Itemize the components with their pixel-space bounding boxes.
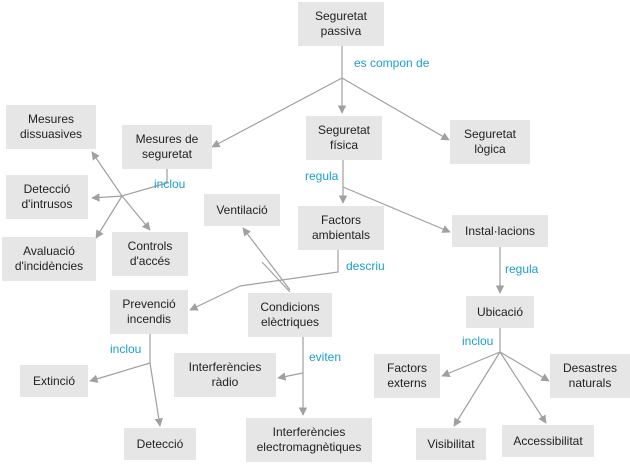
- node-ubicacio: Ubicació: [466, 296, 534, 328]
- node-seguretat-fisica: Seguretat física: [306, 116, 382, 160]
- edge-to-extincio: [89, 362, 151, 383]
- edge-label-es-compon-de: es compon de: [354, 56, 430, 70]
- node-prevencio-incendis: Prevenció incendis: [110, 290, 188, 334]
- edge-to-ventilacio: [242, 227, 291, 291]
- node-accessibilitat: Accessibilitat: [502, 425, 594, 457]
- edge-mesures-trunk: [121, 169, 168, 197]
- node-seguretat-logica: Seguretat lògica: [450, 120, 530, 164]
- edge-to-accessibilitat: [499, 351, 547, 424]
- node-factors-ambientals: Factors ambientals: [298, 206, 384, 250]
- node-seguretat-passiva: Seguretat passiva: [298, 2, 384, 46]
- node-controls-acces: Controls d'accés: [112, 232, 188, 276]
- edge-to-mesures: [211, 77, 343, 148]
- edge-to-dissuasives: [91, 151, 123, 197]
- node-desastres-naturals: Desastres naturals: [550, 354, 630, 398]
- edge-to-visibilitat: [453, 351, 501, 427]
- node-factors-externs: Factors externs: [374, 354, 440, 398]
- edge-to-condicions: [261, 261, 291, 293]
- edge-to-installacions: [342, 186, 451, 233]
- edge-to-interferencies-radio: [277, 372, 304, 381]
- edge-to-intrusos: [91, 193, 123, 202]
- node-ventilacio: Ventilació: [204, 194, 280, 226]
- edge-label-regula: regula: [305, 169, 339, 183]
- node-installacions: Instal·lacions: [452, 215, 548, 247]
- node-mesures-seguretat: Mesures de seguretat: [122, 125, 212, 169]
- edge-to-deteccio: [149, 362, 163, 427]
- edge-label-descriu: descriu: [346, 259, 385, 273]
- edge-to-prevencio: [189, 285, 241, 311]
- node-condicions-electriques: Condicions elèctriques: [248, 293, 332, 337]
- edge-factors-trunk: [239, 250, 339, 287]
- node-mesures-dissuasives: Mesures dissuasives: [6, 105, 96, 149]
- node-deteccio: Detecció: [124, 428, 196, 460]
- edge-to-factors-externs: [441, 351, 501, 377]
- node-interferencies-electromagnetiques: Interferències electromagnètiques: [246, 418, 372, 462]
- edge-label-inclou: inclou: [154, 177, 186, 191]
- edge-to-avaluacio: [95, 195, 123, 239]
- node-extincio: Extinció: [20, 365, 88, 397]
- edge-label-inclou: inclou: [110, 342, 142, 356]
- edge-to-desastres: [499, 351, 550, 382]
- edge-label-inclou: inclou: [462, 334, 494, 348]
- node-avaluacio-incidencies: Avaluació d'incidències: [2, 237, 96, 281]
- edge-to-logica: [341, 77, 450, 141]
- edge-label-regula: regula: [505, 262, 539, 276]
- edge-to-controls: [121, 195, 151, 231]
- edge-label-eviten: eviten: [309, 350, 342, 364]
- node-interferencies-radio: Interferències ràdio: [174, 353, 276, 397]
- node-visibilitat: Visibilitat: [416, 428, 486, 460]
- node-deteccio-intrusos: Detecció d'intrusos: [6, 175, 88, 219]
